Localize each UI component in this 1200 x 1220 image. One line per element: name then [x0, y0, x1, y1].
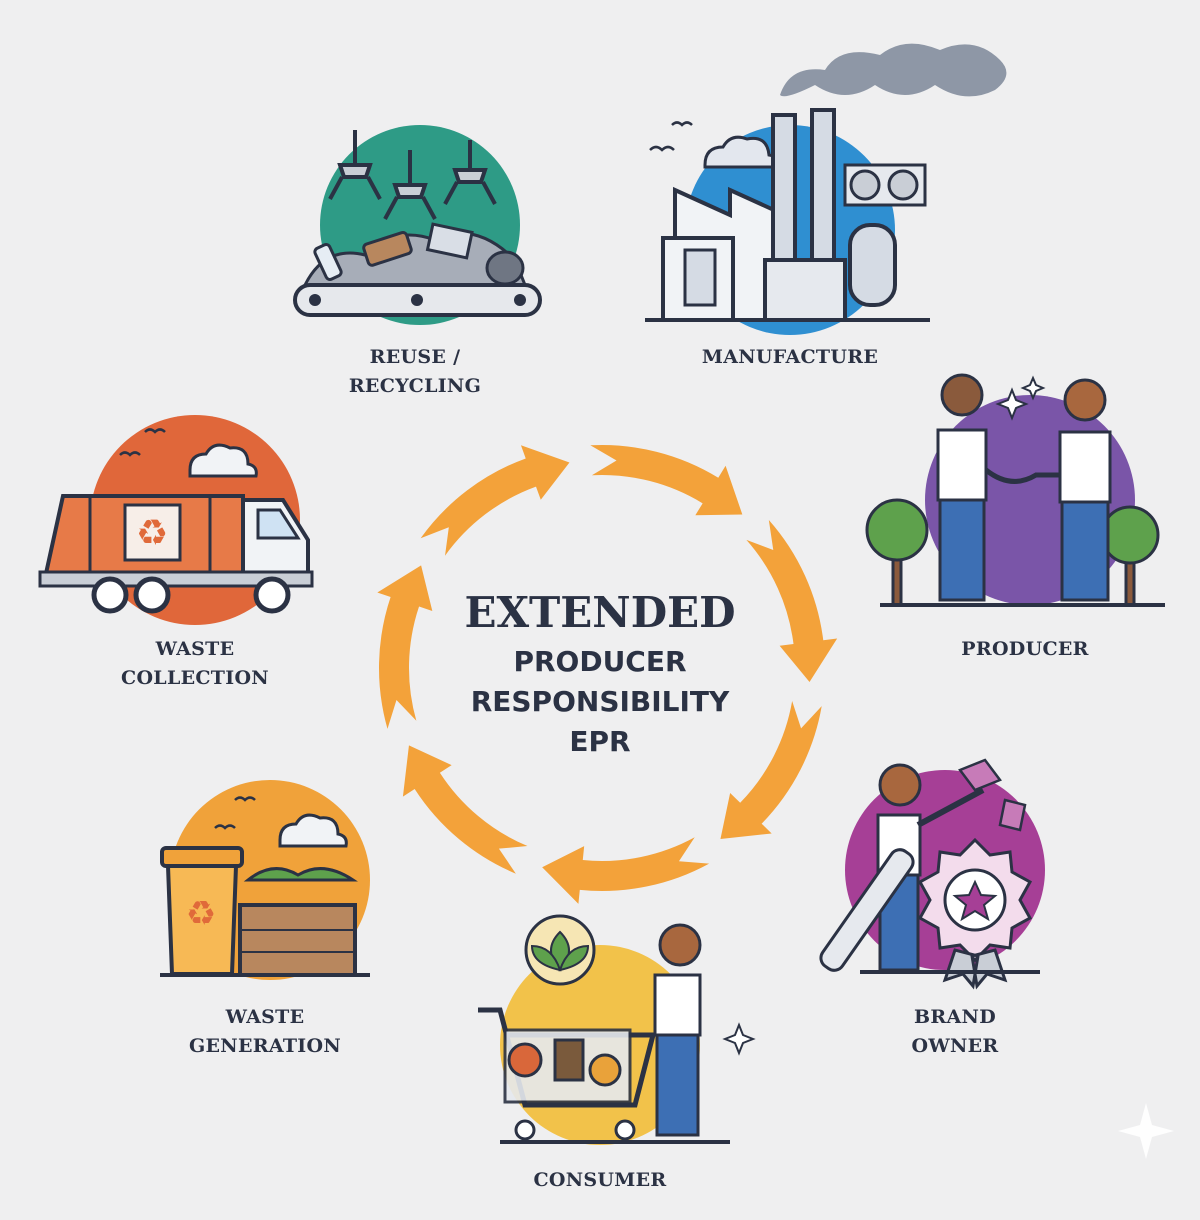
- brand-owner-line2: OWNER: [911, 1035, 999, 1057]
- reuse-recycling-label: REUSE / RECYCLING: [315, 343, 515, 401]
- waste-generation-line2: GENERATION: [189, 1035, 341, 1057]
- handshake-icon: [865, 373, 1165, 607]
- epr-subtitle-line2: RESPONSIBILITY: [470, 685, 730, 718]
- producer-line1: PRODUCER: [961, 638, 1089, 660]
- manufacture-line1: MANUFACTURE: [701, 346, 879, 368]
- factory-icon: [645, 43, 1007, 335]
- producer-label: PRODUCER: [925, 635, 1125, 664]
- cycle-arrow: [377, 565, 433, 729]
- cycle-arrow: [590, 445, 743, 516]
- waste-generation-line1: WASTE: [225, 1006, 305, 1028]
- waste-collection-line1: WASTE: [155, 638, 235, 660]
- reuse-recycling-line1: REUSE /: [369, 346, 461, 368]
- sparkle-icon: [1118, 1103, 1174, 1159]
- epr-title: EXTENDED: [464, 588, 736, 637]
- cycle-arrow: [542, 837, 710, 904]
- cycle-arrows: [377, 445, 838, 904]
- recycling-conveyor-icon: [293, 125, 542, 325]
- garbage-truck-icon: ♻: [38, 415, 314, 625]
- manufacture-label: MANUFACTURE: [680, 343, 900, 372]
- brand-badge-icon: [819, 758, 1045, 990]
- brand-owner-label: BRAND OWNER: [855, 1003, 1055, 1061]
- reuse-recycling-line2: RECYCLING: [348, 375, 482, 397]
- svg-text:♻: ♻: [186, 894, 216, 934]
- consumer-label: CONSUMER: [500, 1166, 700, 1195]
- waste-generation-label: WASTE GENERATION: [165, 1003, 365, 1061]
- brand-owner-line1: BRAND: [914, 1006, 996, 1028]
- waste-collection-label: WASTE COLLECTION: [95, 635, 295, 693]
- cycle-arrow: [420, 445, 570, 556]
- consumer-line1: CONSUMER: [533, 1169, 667, 1191]
- svg-text:♻: ♻: [136, 513, 168, 554]
- cycle-arrow: [402, 745, 528, 874]
- epr-subtitle-line3: EPR: [569, 725, 631, 758]
- epr-subtitle-line1: PRODUCER: [513, 645, 687, 678]
- waste-bin-icon: ♻: [160, 780, 370, 980]
- cycle-arrow: [720, 701, 822, 839]
- cycle-arrow: [746, 520, 838, 682]
- shopping-cart-icon: [478, 914, 756, 1145]
- waste-collection-line2: COLLECTION: [121, 667, 269, 689]
